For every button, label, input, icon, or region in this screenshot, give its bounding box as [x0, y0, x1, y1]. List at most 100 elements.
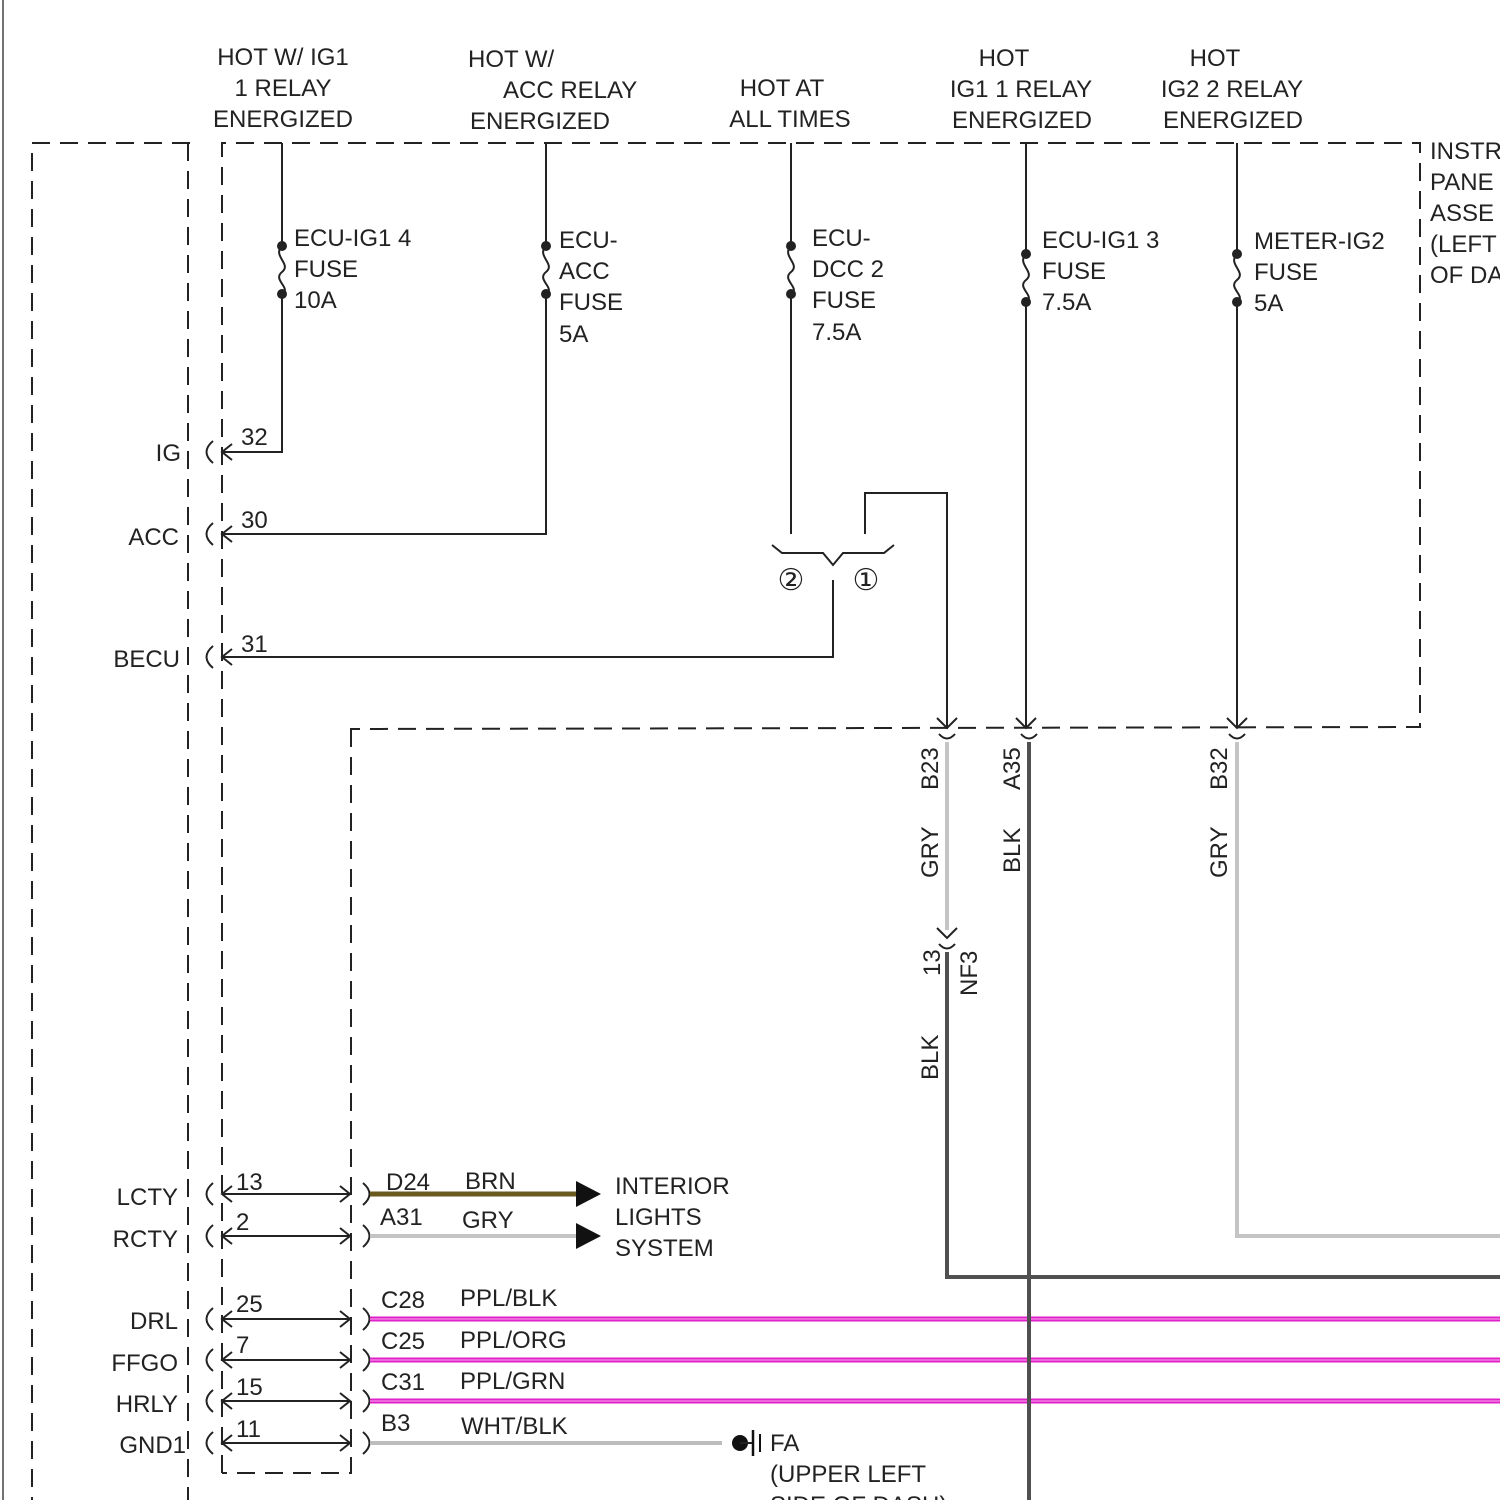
svg-text:2: 2 — [236, 1209, 249, 1236]
ecu-terminal-becu: BECU 31 — [113, 631, 267, 673]
svg-text:FUSE: FUSE — [1254, 259, 1318, 286]
svg-text:30: 30 — [241, 507, 268, 534]
fuse-ecu-ig1-3: ECU-IG1 3 FUSE 7.5A — [1021, 143, 1159, 728]
svg-text:GRY: GRY — [462, 1207, 514, 1234]
svg-text:LIGHTS: LIGHTS — [615, 1204, 702, 1231]
svg-text:C28: C28 — [381, 1287, 425, 1314]
svg-text:ENERGIZED: ENERGIZED — [952, 107, 1092, 134]
svg-text:10A: 10A — [294, 287, 337, 314]
svg-text:DCC 2: DCC 2 — [812, 256, 884, 283]
svg-text:ENERGIZED: ENERGIZED — [1163, 107, 1303, 134]
svg-text:A35: A35 — [999, 747, 1026, 790]
junction-block-label: INSTR PANE ASSE (LEFT OF DA — [1430, 138, 1500, 289]
ecu-terminal-lcty: LCTY 13 — [117, 1169, 370, 1211]
svg-text:FUSE: FUSE — [294, 256, 358, 283]
connector-a35: A35 BLK — [999, 718, 1037, 1500]
ecu-terminal-ig: IG 32 — [156, 424, 268, 467]
svg-text:13: 13 — [236, 1169, 263, 1196]
svg-text:ALL TIMES: ALL TIMES — [729, 106, 850, 133]
connector-nf3: 13 NF3 BLK — [917, 928, 1500, 1277]
interior-lights-system-label: INTERIOR LIGHTS SYSTEM — [615, 1173, 730, 1262]
svg-text:FFGO: FFGO — [111, 1350, 178, 1377]
svg-text:HRLY: HRLY — [116, 1391, 178, 1418]
connector-b23: B23 GRY — [917, 718, 957, 930]
ecu-terminal-rcty: RCTY 2 — [113, 1209, 370, 1253]
svg-text:HOT AT: HOT AT — [740, 75, 825, 102]
svg-text:IG1 1 RELAY: IG1 1 RELAY — [950, 76, 1092, 103]
svg-text:DRL: DRL — [130, 1308, 178, 1335]
svg-text:ENERGIZED: ENERGIZED — [470, 108, 610, 135]
ecu-terminal-hrly: HRLY 15 — [116, 1374, 370, 1418]
splice-connector: ② ① — [222, 493, 947, 728]
ground-fa-icon — [732, 1430, 760, 1456]
fuse-ecu-dcc-2: ECU- DCC 2 FUSE 7.5A — [786, 143, 884, 534]
svg-text:HOT W/ IG1: HOT W/ IG1 — [217, 44, 349, 71]
svg-text:25: 25 — [236, 1291, 263, 1318]
wire-d24-brn: D24 BRN — [370, 1168, 601, 1207]
svg-text:BLK: BLK — [999, 828, 1026, 873]
junction-block-inner-boundary — [222, 729, 351, 1473]
svg-text:ASSE: ASSE — [1430, 200, 1494, 227]
svg-text:5A: 5A — [559, 321, 588, 348]
svg-text:13: 13 — [919, 949, 946, 976]
svg-text:PPL/ORG: PPL/ORG — [460, 1327, 567, 1354]
svg-text:(LEFT: (LEFT — [1430, 231, 1497, 258]
svg-text:BRN: BRN — [465, 1168, 516, 1195]
svg-text:D24: D24 — [386, 1169, 430, 1196]
wire-c28-ppl-blk: C28 PPL/BLK — [370, 1285, 1500, 1319]
wire-a31-gry: A31 GRY — [370, 1204, 601, 1249]
svg-text:INTERIOR: INTERIOR — [615, 1173, 730, 1200]
svg-text:GND1: GND1 — [119, 1432, 186, 1459]
svg-text:ACC: ACC — [559, 258, 610, 285]
ecu-boundary-left — [32, 143, 190, 1500]
svg-text:31: 31 — [241, 631, 268, 658]
svg-text:HOT: HOT — [1190, 45, 1241, 72]
svg-text:FA: FA — [770, 1430, 799, 1457]
fuse-meter-ig2: METER-IG2 FUSE 5A — [1232, 143, 1385, 728]
svg-text:32: 32 — [241, 424, 268, 451]
ecu-terminal-acc: ACC 30 — [128, 507, 267, 551]
svg-text:ECU-: ECU- — [559, 227, 618, 254]
svg-text:HOT W/: HOT W/ — [468, 46, 555, 73]
svg-text:15: 15 — [236, 1374, 263, 1401]
header-hot-w-acc-relay: HOT W/ ACC RELAY ENERGIZED — [468, 46, 637, 135]
svg-text:PANE: PANE — [1430, 169, 1494, 196]
svg-text:SYSTEM: SYSTEM — [615, 1235, 714, 1262]
splice-pin-1: ① — [853, 564, 880, 597]
svg-text:ECU-IG1 3: ECU-IG1 3 — [1042, 227, 1159, 254]
ecu-terminal-gnd1: GND1 11 — [119, 1416, 369, 1459]
wire-c31-ppl-grn: C31 PPL/GRN — [370, 1368, 1500, 1401]
svg-text:ENERGIZED: ENERGIZED — [213, 106, 353, 133]
svg-text:11: 11 — [236, 1416, 261, 1443]
svg-text:IG: IG — [156, 440, 181, 467]
svg-text:C31: C31 — [381, 1369, 425, 1396]
svg-text:A31: A31 — [380, 1204, 423, 1231]
svg-text:FUSE: FUSE — [559, 289, 623, 316]
svg-text:FUSE: FUSE — [1042, 258, 1106, 285]
svg-text:7.5A: 7.5A — [812, 319, 861, 346]
svg-text:WHT/BLK: WHT/BLK — [461, 1413, 568, 1440]
svg-text:RCTY: RCTY — [113, 1226, 178, 1253]
fuse-ecu-ig1-4: ECU-IG1 4 FUSE 10A — [222, 143, 411, 452]
svg-text:B23: B23 — [917, 747, 944, 790]
header-hot-at-all-times: HOT AT ALL TIMES — [729, 75, 850, 133]
connector-b32: B32 GRY — [1206, 718, 1500, 1236]
svg-text:ACC: ACC — [128, 524, 179, 551]
svg-text:PPL/GRN: PPL/GRN — [460, 1368, 565, 1395]
svg-text:BECU: BECU — [113, 646, 180, 673]
svg-text:5A: 5A — [1254, 290, 1283, 317]
ecu-terminal-drl: DRL 25 — [130, 1291, 370, 1335]
svg-text:BLK: BLK — [917, 1035, 944, 1080]
ground-fa-label: FA (UPPER LEFT SIDE OF DASH) — [770, 1430, 947, 1500]
header-hot-ig1-1-relay: HOT IG1 1 RELAY ENERGIZED — [950, 45, 1092, 134]
header-hot-ig2-2-relay: HOT IG2 2 RELAY ENERGIZED — [1161, 45, 1303, 134]
svg-text:1 RELAY: 1 RELAY — [235, 75, 332, 102]
svg-text:METER-IG2: METER-IG2 — [1254, 228, 1385, 255]
svg-text:ECU-IG1 4: ECU-IG1 4 — [294, 225, 411, 252]
svg-text:INSTR: INSTR — [1430, 138, 1500, 165]
svg-text:(UPPER LEFT: (UPPER LEFT — [770, 1461, 926, 1488]
wire-b3-wht-blk: B3 WHT/BLK — [370, 1410, 722, 1443]
svg-text:C25: C25 — [381, 1328, 425, 1355]
svg-text:SIDE OF DASH): SIDE OF DASH) — [770, 1492, 947, 1500]
